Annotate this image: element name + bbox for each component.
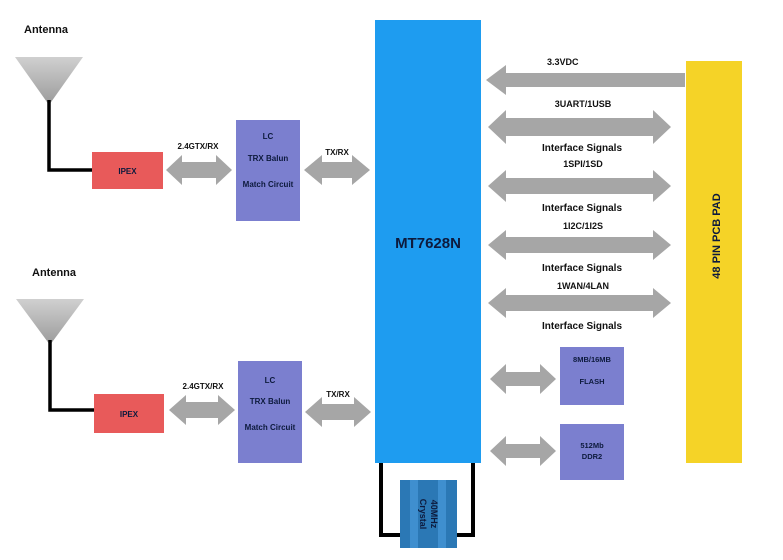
arrow-ipex-lc-bottom [169, 395, 235, 425]
interface-2-label: 1SPI/1SD [563, 159, 603, 169]
interface-4-sublabel: Interface Signals [542, 321, 622, 332]
antenna-bottom-cable [48, 340, 94, 412]
interface-2-sublabel: Interface Signals [542, 203, 622, 214]
antenna-bottom-label: Antenna [32, 267, 77, 279]
interface-2-arrow [488, 170, 671, 202]
soc-label: MT7628N [395, 235, 461, 252]
soc-box [375, 20, 481, 463]
link-ipex-lc-top-label: 2.4GTX/RX [178, 142, 220, 151]
flash-line2: FLASH [580, 377, 605, 386]
antenna-top-label: Antenna [24, 24, 69, 36]
crystal-pin-right [438, 480, 446, 548]
lc-top-line2: TRX Balun [248, 154, 289, 163]
crystal-wire-left [379, 463, 400, 537]
crystal-line2: Crystal [418, 499, 428, 530]
power-label: 3.3VDC [547, 57, 579, 67]
crystal-wire-right [457, 463, 475, 537]
link-ipex-lc-bottom-label: 2.4GTX/RX [183, 382, 225, 391]
link-lc-soc-top-label: TX/RX [325, 148, 349, 157]
interface-3-arrow [488, 230, 671, 260]
lc-bottom-line1: LC [265, 376, 276, 385]
pcb-pad-label: 48 PIN PCB PAD [711, 193, 723, 278]
pcb-pad-text: 48 PIN PCB PAD [711, 193, 723, 278]
lc-top-line1: LC [263, 132, 274, 141]
crystal-box [400, 480, 457, 548]
crystal-line1: 40MHz [429, 500, 439, 529]
ipex-top-label: IPEX [118, 167, 137, 176]
ddr-box [560, 424, 624, 480]
ipex-bottom-box [94, 394, 164, 433]
power-arrow [486, 65, 685, 95]
ddr-line1: 512Mb [580, 441, 604, 450]
flash-arrow [490, 364, 556, 394]
antenna-top-icon [15, 57, 83, 105]
lc-top-box [236, 120, 300, 221]
crystal-text: 40MHz Crystal [418, 499, 439, 530]
link-lc-soc-bottom-label: TX/RX [326, 390, 350, 399]
interface-3-label: 1I2C/1I2S [563, 221, 603, 231]
ipex-bottom-label: IPEX [120, 410, 139, 419]
interface-4-label: 1WAN/4LAN [557, 281, 609, 291]
antenna-top-cable [47, 100, 92, 172]
lc-top-line3: Match Circuit [243, 180, 294, 189]
arrow-lc-soc-top [304, 155, 370, 185]
ipex-top-box [92, 152, 163, 189]
ddr-arrow [490, 436, 556, 466]
interface-1-arrow [488, 110, 671, 144]
interface-3-sublabel: Interface Signals [542, 263, 622, 274]
interface-1-label: 3UART/1USB [555, 99, 612, 109]
interface-1-sublabel: Interface Signals [542, 143, 622, 154]
lc-bottom-line3: Match Circuit [245, 423, 296, 432]
interface-4-arrow [488, 288, 671, 318]
pcb-pad-box [686, 61, 742, 463]
ddr-line2: DDR2 [582, 452, 602, 461]
lc-bottom-box [238, 361, 302, 463]
crystal-pin-left [410, 480, 418, 548]
flash-box [560, 347, 624, 405]
flash-line1: 8MB/16MB [573, 355, 612, 364]
arrow-ipex-lc-top [166, 155, 232, 185]
lc-bottom-line2: TRX Balun [250, 397, 291, 406]
antenna-bottom-icon [16, 299, 84, 345]
arrow-lc-soc-bottom [305, 397, 371, 427]
